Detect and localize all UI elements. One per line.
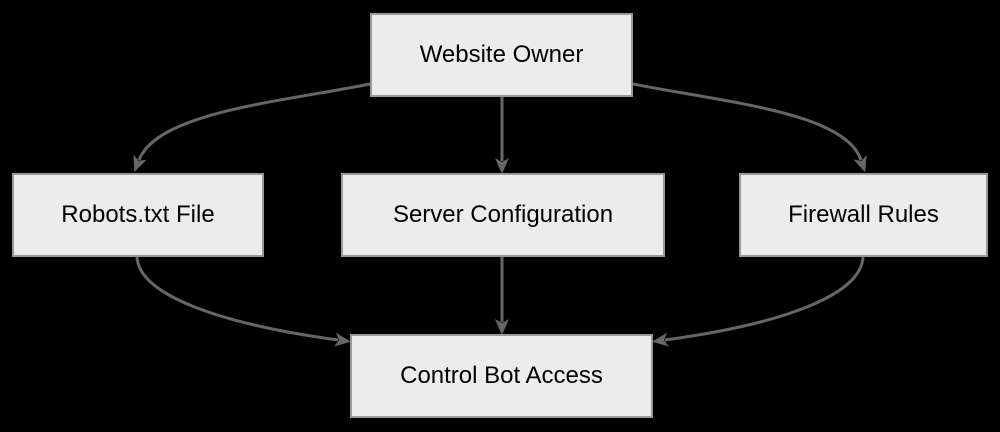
edge-robots-txt-to-control-bot-access	[135, 256, 351, 347]
node-robots-txt-file-label: Robots.txt File	[61, 200, 215, 228]
edge-website-owner-to-robots-txt	[133, 82, 371, 173]
node-website-owner: Website Owner	[370, 13, 633, 97]
edge-firewall-rules-to-control-bot-access	[652, 256, 865, 347]
node-website-owner-label: Website Owner	[419, 40, 584, 68]
node-robots-txt-file: Robots.txt File	[12, 173, 264, 257]
node-control-bot-access: Control Bot Access	[350, 334, 653, 418]
edge-website-owner-to-firewall-rules	[632, 82, 867, 173]
node-server-configuration-label: Server Configuration	[392, 200, 614, 228]
node-firewall-rules: Firewall Rules	[739, 173, 988, 257]
node-server-configuration: Server Configuration	[341, 173, 665, 257]
node-firewall-rules-label: Firewall Rules	[788, 200, 939, 228]
node-control-bot-access-label: Control Bot Access	[400, 361, 603, 389]
